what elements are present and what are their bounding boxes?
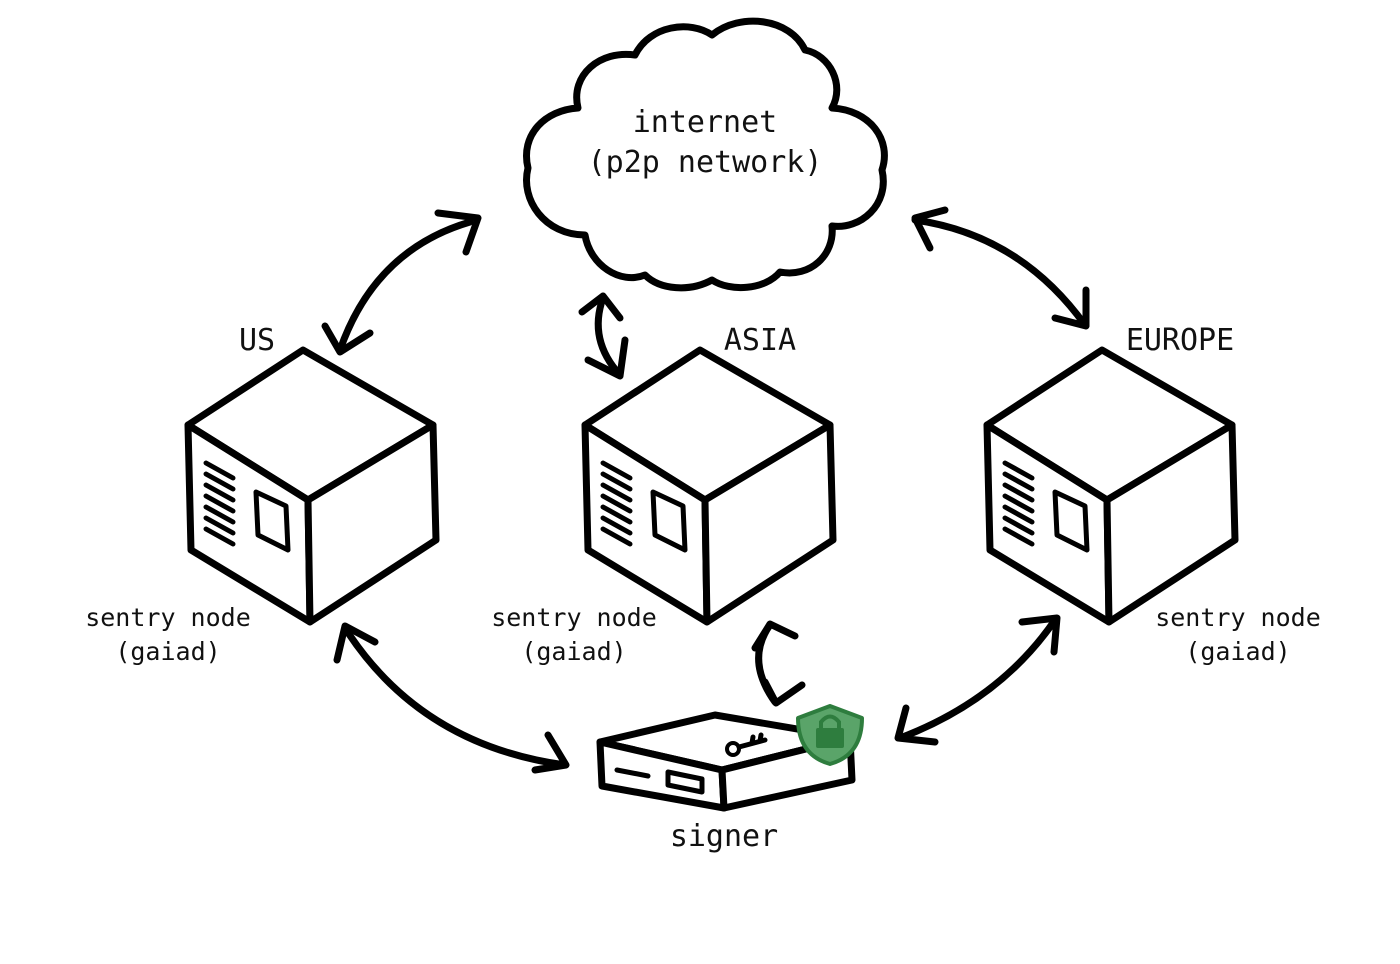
- server-icon: [585, 350, 833, 622]
- node-caption-line2: (gaiad): [521, 637, 626, 666]
- internet-cloud: internet (p2p network): [523, 17, 888, 292]
- arrow-us-signer: [333, 622, 570, 774]
- key-icon: [725, 732, 768, 757]
- signer-label: signer: [670, 819, 778, 854]
- cloud-icon: [523, 17, 888, 292]
- node-caption-line1: sentry node: [85, 603, 251, 632]
- arrow-europe-signer: [894, 614, 1061, 746]
- node-region-label: ASIA: [724, 323, 796, 358]
- node-europe: EUROPE sentry node (gaiad): [987, 323, 1321, 666]
- node-caption-line2: (gaiad): [1185, 637, 1290, 666]
- node-asia: ASIA sentry node (gaiad): [491, 323, 833, 666]
- server-icon: [188, 350, 436, 622]
- node-caption-line1: sentry node: [1155, 603, 1321, 632]
- node-us: US sentry node (gaiad): [85, 323, 436, 666]
- arrow-europe-internet: [911, 206, 1090, 330]
- cloud-subtitle: (p2p network): [588, 145, 823, 180]
- node-region-label: US: [239, 323, 275, 358]
- shield-lock-icon: [796, 704, 864, 766]
- node-caption-line1: sentry node: [491, 603, 657, 632]
- arrow-asia-signer: [751, 620, 806, 707]
- node-caption-line2: (gaiad): [115, 637, 220, 666]
- node-region-label: EUROPE: [1126, 323, 1234, 358]
- connection-arrows: [321, 206, 1090, 774]
- arrow-us-internet: [321, 209, 482, 356]
- server-icon: [987, 350, 1235, 622]
- signer-device: signer: [596, 704, 864, 854]
- cloud-title: internet: [633, 105, 778, 140]
- arrow-asia-internet: [578, 292, 629, 380]
